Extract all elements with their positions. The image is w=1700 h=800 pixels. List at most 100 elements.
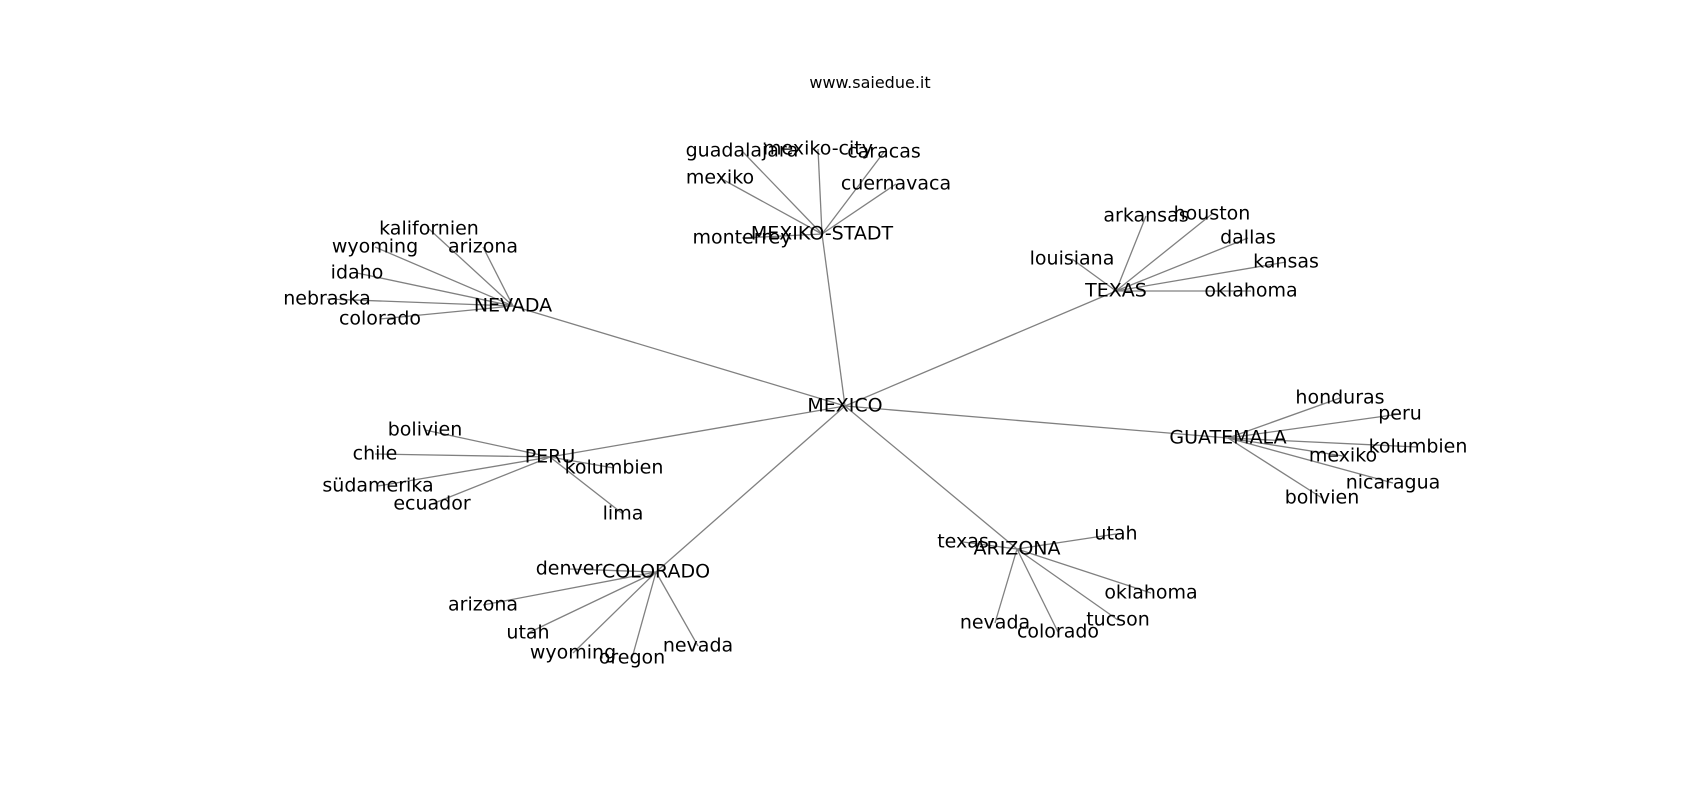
network-edge [962,541,1018,550]
network-edge [1016,533,1117,550]
network-edge [1115,237,1249,292]
leaf-node-label: wyoming [530,642,616,664]
network-edge [377,456,551,487]
network-edge [1071,258,1117,292]
leaf-node-label: mexiko-city [763,138,873,160]
leaf-node-label: wyoming [332,236,418,258]
leaf-node-label: nevada [663,635,733,657]
leaf-node-label: peru [1378,403,1422,425]
network-edge [1227,413,1401,439]
network-edge [631,571,657,659]
labels-layer: MEXICO MEXIKO-STADT guadalajaramexiko-city… [283,138,1467,669]
network-edge [1115,213,1213,292]
leaf-node-label: bolivien [1285,487,1360,509]
leaf-node-label: colorado [339,308,421,330]
leaf-node-label: houston [1174,203,1251,225]
leaf-node-label: kolumbien [565,457,664,479]
network-edge [817,148,823,235]
network-edge [374,453,551,458]
leaf-node-label: südamerika [322,475,433,497]
leaf-node-label: nicaragua [1346,472,1441,494]
leaf-node-label: nebraska [283,288,370,310]
network-edge [379,305,514,320]
leaf-node-label: honduras [1295,387,1384,409]
network-edge [1115,215,1147,292]
leaf-node-label: denver [536,558,603,580]
leaf-node-label: caracas [847,141,921,163]
network-edge [1227,437,1419,448]
leaf-node-label: cuernavaca [841,173,951,195]
network-edge [655,405,846,573]
leaf-node-label: oregon [599,647,665,669]
network-edge [741,233,823,239]
leaf-node-label: utah [1094,523,1137,545]
leaf-node-label: louisiana [1030,248,1115,270]
network-edge [1227,397,1341,439]
network-edge [994,548,1018,624]
network-edge [741,150,823,235]
leaf-node-label: colorado [1017,621,1099,643]
hub-node-label: TEXAS [1084,280,1147,302]
hub-node-label: GUATEMALA [1169,427,1286,449]
network-edge [1227,437,1323,499]
network-edge [482,246,514,307]
leaf-node-label: dallas [1220,227,1276,249]
leaf-node-label: chile [353,443,398,465]
network-edge [1016,548,1059,633]
leaf-node-label: mexiko [686,167,754,189]
hub-node-label: ARIZONA [974,538,1061,560]
network-edge [719,177,823,235]
network-edge [1016,548,1119,621]
leaf-node-label: nevada [960,612,1030,634]
network-edge [428,228,514,307]
leaf-node-label: utah [506,622,549,644]
leaf-node-label: guadalajara [686,140,799,162]
leaf-node-label: texas [937,531,989,553]
network-edge [512,305,846,407]
hub-node-label: NEVADA [474,295,552,317]
leaf-node-label: monterrey [692,227,791,249]
leaf-node-label: oklahoma [1204,280,1297,302]
network-edge [821,183,897,235]
network-edge [549,456,615,469]
network-edge [821,151,885,235]
hub-node-label: COLORADO [602,561,710,583]
network-edge [431,456,551,505]
network-edge [374,246,514,307]
network-edge [549,405,846,458]
hub-node-label: MEXIKO-STADT [751,223,894,245]
network-edge [424,429,551,458]
leaf-node-label: kansas [1253,251,1319,273]
leaf-node-label: arkansas [1103,205,1188,227]
leaf-node-label: kolumbien [1369,436,1468,458]
network-edge [1016,548,1152,594]
leaf-node-label: lima [603,503,644,525]
site-url: www.saiedue.it [809,73,930,92]
network-edge [326,298,514,307]
network-edge [568,568,657,573]
network-edge [844,290,1117,407]
network-edge [356,272,514,307]
network-edge [821,233,846,407]
leaf-node-label: mexiko [1309,445,1377,467]
network-edge [655,571,699,647]
network-edge [482,571,657,606]
leaf-node-label: ecuador [393,493,471,515]
hub-node-label: PERU [525,446,576,468]
network-edge [527,571,657,634]
network-edge [1227,437,1394,484]
leaf-node-label: idaho [331,262,384,284]
network-edge [572,571,657,654]
leaf-node-label: tucson [1086,609,1150,631]
network-edge [1227,437,1344,457]
leaf-node-label: kalifornien [379,218,479,240]
leaf-node-label: oklahoma [1104,582,1197,604]
root-node-label: MEXICO [807,395,882,417]
network-edge [549,456,624,515]
network-edge [1115,261,1287,292]
leaf-node-label: arizona [448,236,518,258]
edges-layer [326,148,1419,659]
network-edge [844,405,1018,550]
network-edge [844,405,1229,439]
